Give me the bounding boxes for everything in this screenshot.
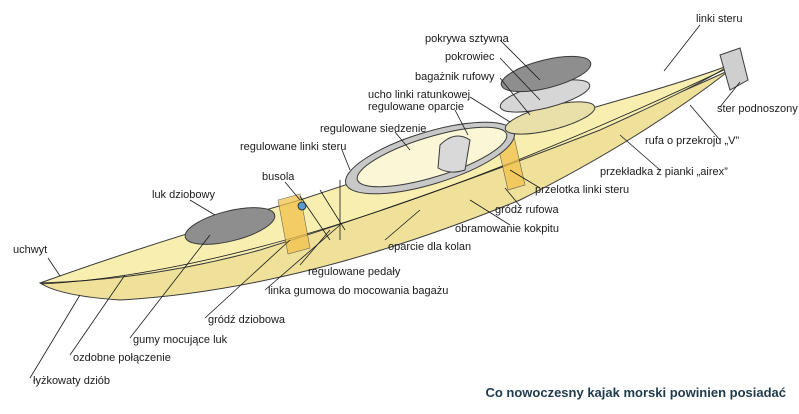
- label-ucho-linki: ucho linki ratunkowej: [368, 89, 470, 101]
- caption: Co nowoczesny kajak morski powinien posi…: [485, 385, 786, 400]
- label-pokrywa-sztywna: pokrywa sztywna: [425, 33, 510, 45]
- label-lyzkowaty: łyżkowaty dziób: [33, 375, 110, 387]
- rudder: [719, 47, 749, 91]
- compass: [297, 201, 307, 211]
- label-uchwyt: uchwyt: [13, 244, 47, 256]
- label-przekladka: przekładka z pianki „airex”: [600, 166, 728, 178]
- label-bagaznik-rufowy: bagażnik rufowy: [415, 71, 495, 83]
- label-luk-dziobowy: luk dziobowy: [152, 189, 215, 201]
- label-linki-steru: linki steru: [696, 13, 742, 25]
- label-pokrowiec: pokrowiec: [445, 51, 495, 63]
- deck-bungee-lines: [299, 180, 346, 241]
- hull-keel-line: [41, 67, 729, 285]
- label-oparcie-kolan: oparcie dla kolan: [388, 241, 471, 253]
- label-przelotka: przelotka linki steru: [535, 184, 629, 196]
- label-ster-podnoszony: ster podnoszony: [717, 103, 798, 115]
- label-busola: busola: [262, 171, 295, 183]
- label-rufa: rufa o przekroju „V”: [645, 135, 739, 147]
- label-regulowane-linki-steru: regulowane linki steru: [240, 141, 346, 153]
- label-regulowane-oparcie: regulowane oparcie: [368, 101, 464, 113]
- bow-hatch: [184, 207, 276, 245]
- label-gumy-mocujace: gumy mocujące luk: [133, 334, 228, 346]
- label-grodz-dziobowa: gródź dziobowa: [208, 314, 286, 326]
- label-regulowane-siedzenie: regulowane siedzenie: [320, 123, 426, 135]
- label-obramowanie: obramowanie kokpitu: [455, 223, 559, 235]
- label-linka-gumowa: linka gumowa do mocowania bagażu: [268, 285, 448, 297]
- label-grodz-rufowa: gródź rufowa: [495, 204, 559, 216]
- leader-lines: [29, 24, 741, 379]
- seat-back: [437, 135, 471, 173]
- label-ozdobne: ozdobne połączenie: [73, 352, 171, 364]
- label-regulowane-pedaly: regulowane pedały: [308, 266, 401, 278]
